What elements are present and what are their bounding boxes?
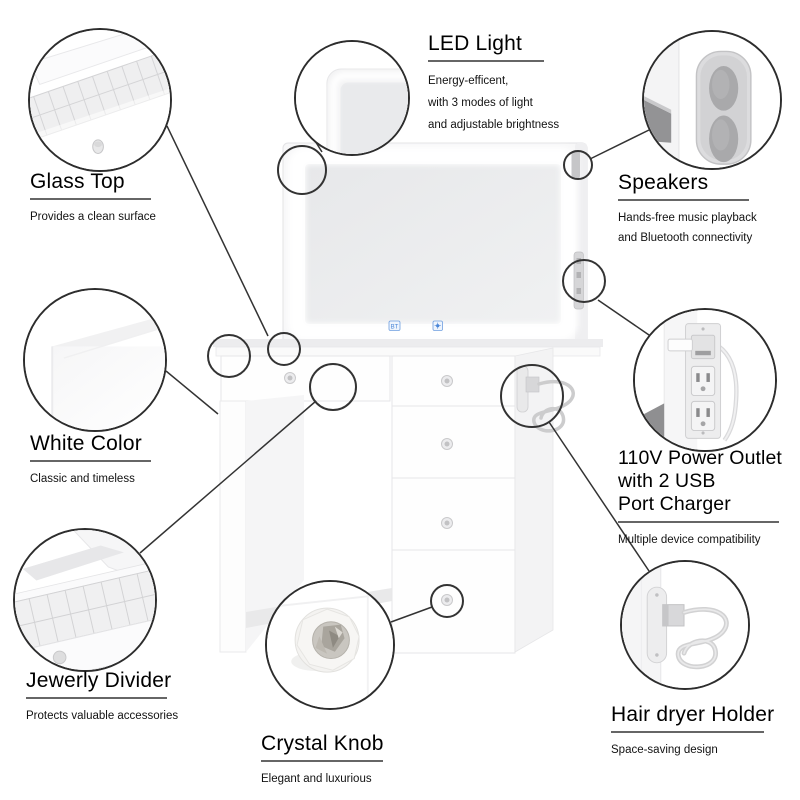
speakers-connector — [589, 129, 650, 160]
led-light-detail-art — [296, 42, 408, 154]
white-color-connector — [165, 370, 219, 415]
speakers-detail-bubble — [642, 30, 782, 170]
title-underline — [428, 60, 544, 62]
callout-title: Glass Top — [30, 170, 125, 193]
white-color-callout: White Color Classic and timeless — [30, 431, 151, 494]
callout-description: Hands-free music playback — [618, 211, 757, 224]
speakers-detail-art — [644, 32, 780, 168]
title-underline — [611, 731, 764, 733]
highlight-dryer-holder — [500, 364, 564, 428]
dryer-connector — [548, 421, 650, 572]
crystal-knob-detail-art — [267, 582, 393, 708]
glass-top-detail-bubble — [28, 28, 172, 172]
connector-lines — [139, 125, 650, 623]
title-underline — [618, 199, 749, 201]
callout-description: Provides a clean surface — [30, 210, 156, 223]
crystal-knob-connector — [390, 606, 433, 623]
callout-description: Elegant and luxurious — [261, 772, 372, 785]
drawer-2 — [391, 405, 516, 479]
callout-description: and Bluetooth connectivity — [618, 231, 753, 244]
highlight-bottom-knob — [430, 584, 464, 618]
led-light-callout: LED Light Energy-efficent, with 3 modes … — [428, 31, 559, 140]
callout-description: Energy-efficent, — [428, 74, 509, 87]
title-underline — [30, 460, 151, 462]
power-outlet-detail-art — [635, 310, 775, 450]
callout-description: Space-saving design — [611, 743, 718, 756]
drawer-3 — [391, 477, 516, 551]
hair-dryer-holder-mount — [516, 365, 575, 433]
title-underline — [618, 521, 779, 523]
callout-description: Protects valuable accessories — [26, 709, 179, 722]
white-color-detail-bubble — [23, 288, 167, 432]
desk-glass-top — [213, 339, 603, 347]
vanity-desk — [213, 339, 603, 654]
title-underline — [30, 198, 151, 200]
led-light-detail-bubble — [294, 40, 410, 156]
bluetooth-touch-label: BT — [391, 324, 399, 330]
drawer-4 — [391, 549, 516, 654]
callout-title: with 2 USB — [618, 470, 716, 492]
callout-description: with 3 modes of light — [428, 96, 533, 109]
highlight-mirror-corner — [277, 145, 327, 195]
jewelry-divider-detail-bubble — [13, 528, 157, 672]
callout-title: LED Light — [428, 32, 523, 55]
highlight-glass-junction — [267, 332, 301, 366]
mirror-touch-controls: BT — [388, 320, 443, 331]
crystal-knob-callout: Crystal Knob Elegant and luxurious — [261, 731, 384, 794]
callout-title: Jewerly Divider — [26, 669, 172, 692]
jewelry-divider-detail-art — [15, 530, 155, 670]
white-color-detail-art — [25, 290, 165, 430]
callout-description: and adjustable brightness — [428, 118, 560, 131]
outlet-connector — [597, 299, 650, 336]
mirror-speaker-strip — [571, 150, 580, 179]
power-outlet-callout: 110V Power Outlet with 2 USB Port Charge… — [618, 447, 782, 555]
callout-title: 110V Power Outlet — [618, 447, 782, 469]
bluetooth-touch-icon — [388, 320, 401, 331]
jewelry-divider-callout: Jewerly Divider Protects valuable access… — [26, 668, 178, 731]
callout-title: Speakers — [618, 171, 709, 194]
jewelry-connector — [139, 400, 317, 554]
crystal-knobs-right — [441, 375, 453, 606]
callout-title: Hair dryer Holder — [611, 703, 775, 726]
callout-description: Classic and timeless — [30, 472, 135, 485]
drawer-left — [220, 355, 391, 402]
glass-top-connector — [166, 125, 269, 337]
speakers-callout: Speakers Hands-free music playback and B… — [618, 170, 757, 253]
hair-dryer-holder-detail-bubble — [620, 560, 750, 690]
callout-title: White Color — [30, 432, 142, 455]
highlight-outlet — [562, 259, 606, 303]
highlight-circles — [207, 145, 606, 618]
led-mirror: BT — [282, 142, 588, 348]
highlight-desk-corner — [207, 334, 251, 378]
drawer-1 — [391, 355, 516, 407]
power-outlet-detail-bubble — [633, 308, 777, 452]
callout-title: Port Charger — [618, 493, 731, 515]
callout-description: Multiple device compatibility — [618, 533, 761, 546]
title-underline — [261, 760, 383, 762]
callout-title: Crystal Knob — [261, 732, 384, 755]
glass-top-callout: Glass Top Provides a clean surface — [30, 169, 156, 232]
title-underline — [26, 697, 167, 699]
crystal-knob-detail-bubble — [265, 580, 395, 710]
highlight-jewelry-drawer — [309, 363, 357, 411]
highlight-speaker — [563, 150, 593, 180]
glass-top-detail-art — [30, 30, 170, 170]
hair-dryer-holder-callout: Hair dryer Holder Space-saving design — [611, 702, 774, 765]
hair-dryer-holder-detail-art — [622, 562, 748, 688]
